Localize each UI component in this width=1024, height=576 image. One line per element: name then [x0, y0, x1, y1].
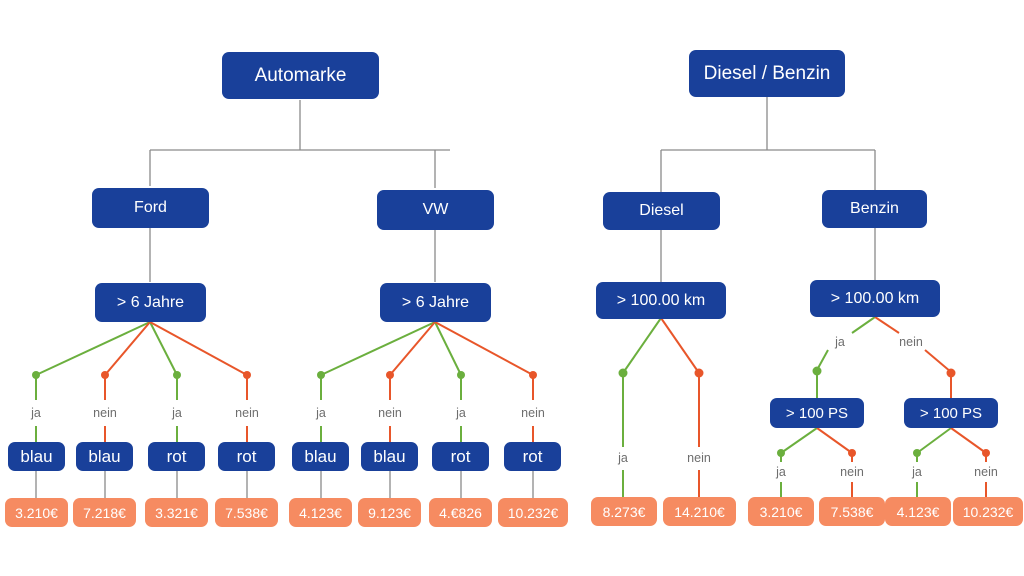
edge-dot — [982, 449, 990, 457]
edge-label-ja: ja — [835, 334, 845, 349]
edge-label-nein: nein — [687, 450, 711, 465]
leaf-node-color[interactable]: blau — [76, 442, 133, 471]
edge-ps2-nein — [950, 427, 987, 454]
node-ford-jahre-condition[interactable]: > 6 Jahre — [95, 283, 206, 322]
leaf-node-color[interactable]: rot — [218, 442, 275, 471]
edge-dot — [618, 368, 628, 378]
leaf-node-color[interactable]: blau — [292, 442, 349, 471]
edge-ford-ja-blau — [35, 321, 151, 376]
edge-ford-nein-blau — [104, 321, 151, 376]
leaf-node-color[interactable]: rot — [504, 442, 561, 471]
edge-diesel-nein — [660, 317, 700, 374]
node-vw-jahre-condition[interactable]: > 6 Jahre — [380, 283, 491, 322]
edge-label-ja: ja — [31, 405, 41, 420]
edge-vw-ja-rot — [434, 321, 462, 376]
edge-label-nein: nein — [974, 464, 998, 479]
edge-label-nein: nein — [840, 464, 864, 479]
edge-dot — [386, 371, 394, 379]
node-ps-condition-left[interactable]: > 100 PS — [770, 398, 864, 428]
edge-dot — [812, 366, 822, 376]
edge-diesel-ja — [622, 317, 662, 374]
edge-ps2-ja — [916, 427, 952, 454]
node-diesel[interactable]: Diesel — [603, 192, 720, 230]
value-box[interactable]: 8.273€ — [591, 497, 657, 526]
leaf-node-color[interactable]: blau — [8, 442, 65, 471]
edge-dot — [946, 368, 956, 378]
edge-ford-ja-rot — [149, 321, 178, 376]
edge-label-ja: ja — [618, 450, 628, 465]
edge-dot — [457, 371, 465, 379]
edge-ps1-ja — [780, 427, 818, 454]
value-box[interactable]: 4.123€ — [289, 498, 352, 527]
value-box[interactable]: 7.538€ — [215, 498, 278, 527]
edge-dot — [32, 371, 40, 379]
edge-vw-nein-rot — [434, 321, 534, 376]
edge-benzin-ja-a — [851, 316, 876, 334]
edge-label-nein: nein — [899, 334, 923, 349]
leaf-node-color[interactable]: rot — [148, 442, 205, 471]
edge-label-ja: ja — [316, 405, 326, 420]
edge-benzin-nein-a — [874, 316, 900, 334]
value-box[interactable]: 10.232€ — [953, 497, 1023, 526]
value-box[interactable]: 3.210€ — [748, 497, 814, 526]
node-kraftstoff-root[interactable]: Diesel / Benzin — [689, 50, 845, 97]
node-diesel-km-condition[interactable]: > 100.00 km — [596, 282, 726, 319]
edge-label-nein: nein — [521, 405, 545, 420]
edge-label-ja: ja — [456, 405, 466, 420]
edge-dot — [777, 449, 785, 457]
node-ford[interactable]: Ford — [92, 188, 209, 228]
node-benzin-km-condition[interactable]: > 100.00 km — [810, 280, 940, 317]
value-box[interactable]: 9.123€ — [358, 498, 421, 527]
value-box[interactable]: 3.210€ — [5, 498, 68, 527]
leaf-node-color[interactable]: blau — [361, 442, 418, 471]
edge-ford-nein-rot — [149, 321, 248, 376]
edge-benzin-ja-b — [816, 349, 829, 371]
edge-benzin-nein-b — [924, 349, 952, 373]
value-box[interactable]: 4.€826 — [429, 498, 492, 527]
edge-dot — [173, 371, 181, 379]
edge-label-ja: ja — [912, 464, 922, 479]
node-automarke-root[interactable]: Automarke — [222, 52, 379, 99]
edge-label-ja: ja — [776, 464, 786, 479]
node-benzin[interactable]: Benzin — [822, 190, 927, 228]
edge-dot — [243, 371, 251, 379]
edge-vw-ja-blau — [320, 321, 436, 376]
edge-dot — [913, 449, 921, 457]
edge-vw-nein-blau — [389, 321, 436, 376]
value-box[interactable]: 14.210€ — [663, 497, 736, 526]
leaf-node-color[interactable]: rot — [432, 442, 489, 471]
value-box[interactable]: 7.538€ — [819, 497, 885, 526]
value-box[interactable]: 7.218€ — [73, 498, 136, 527]
edge-dot — [317, 371, 325, 379]
edge-label-nein: nein — [378, 405, 402, 420]
edge-dot — [101, 371, 109, 379]
edge-dot — [848, 449, 856, 457]
node-ps-condition-right[interactable]: > 100 PS — [904, 398, 998, 428]
node-vw[interactable]: VW — [377, 190, 494, 230]
edge-dot — [694, 368, 704, 378]
edge-ps1-nein — [816, 427, 853, 454]
value-box[interactable]: 3.321€ — [145, 498, 208, 527]
value-box[interactable]: 4.123€ — [885, 497, 951, 526]
edge-label-nein: nein — [93, 405, 117, 420]
value-box[interactable]: 10.232€ — [498, 498, 568, 527]
edge-label-nein: nein — [235, 405, 259, 420]
edge-label-ja: ja — [172, 405, 182, 420]
edge-dot — [529, 371, 537, 379]
